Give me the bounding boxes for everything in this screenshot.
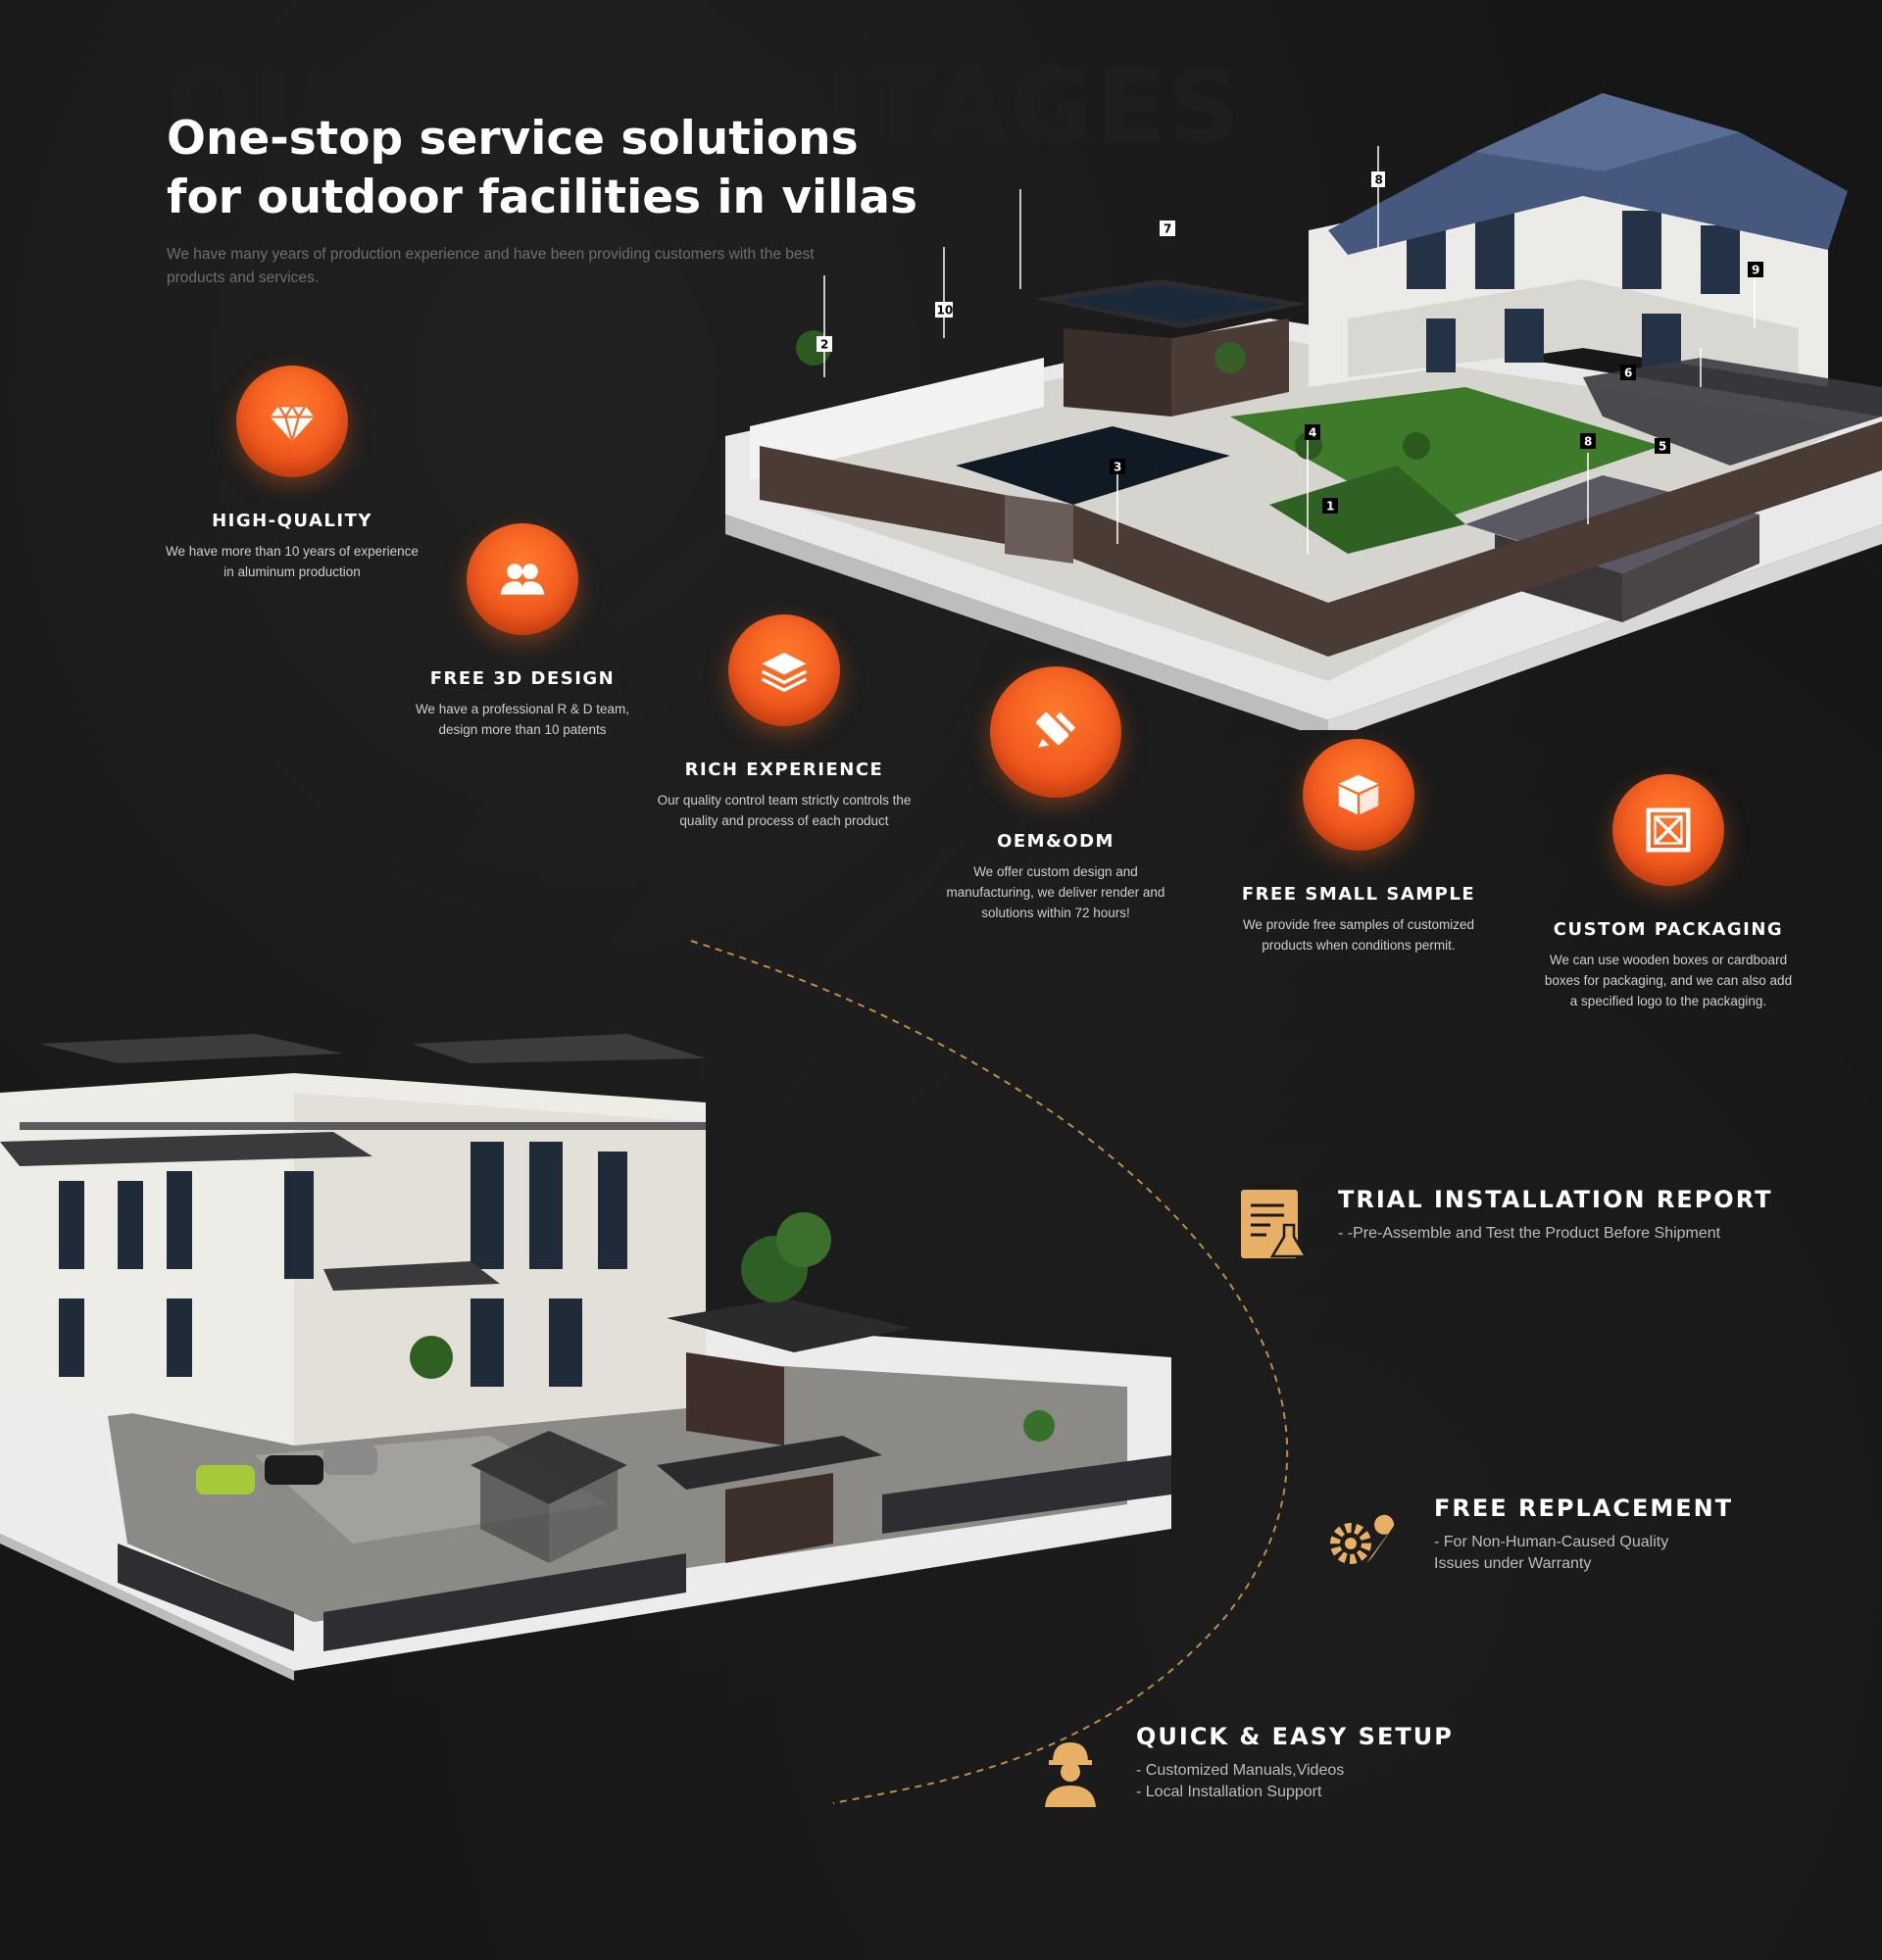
advantage-desc: We have a professional R & D team, desig…	[415, 702, 630, 737]
box-icon	[1338, 774, 1379, 815]
advantage-icon-circle	[236, 366, 348, 477]
feature-free-replacement: FREE REPLACEMENT - For Non-Human-Caused …	[1323, 1494, 1833, 1575]
advantage-title: FREE SMALL SAMPLE	[1241, 884, 1476, 905]
callout-label: 4	[1309, 426, 1316, 440]
feature-title: QUICK & EASY SETUP	[1136, 1723, 1454, 1750]
advantage-icon-circle	[728, 614, 840, 726]
page-title: One-stop service solutions for outdoor f…	[167, 110, 951, 227]
feature-desc-line: - Customized Manuals,Videos	[1136, 1762, 1345, 1779]
advantage-desc: We can use wooden boxes or cardboard box…	[1544, 953, 1793, 1008]
worker-icon	[1045, 1742, 1096, 1807]
report-flask-icon	[1241, 1190, 1309, 1258]
callout-label: 8	[1375, 173, 1383, 187]
advantage-desc: We offer custom design and manufacturing…	[946, 864, 1165, 920]
feature-title: FREE REPLACEMENT	[1434, 1494, 1734, 1522]
feature-title: TRIAL INSTALLATION REPORT	[1338, 1186, 1773, 1213]
feature-trial-installation-report: TRIAL INSTALLATION REPORT - -Pre-Assembl…	[1237, 1186, 1786, 1258]
advantage-high-quality: HIGH-QUALITY We have more than 10 years …	[165, 366, 420, 582]
advantage-free-small-sample: FREE SMALL SAMPLE We provide free sample…	[1231, 739, 1486, 956]
diamond-icon	[270, 404, 315, 446]
callout-label: 9	[1752, 264, 1759, 277]
advantage-icon-circle	[1303, 739, 1414, 851]
callout-label: 8	[1584, 435, 1592, 449]
page-subtitle: We have many years of production experie…	[167, 246, 815, 286]
feature-desc-line: - Local Installation Support	[1136, 1784, 1322, 1800]
callout-label: 2	[820, 338, 828, 352]
advantage-title: HIGH-QUALITY	[212, 511, 372, 531]
advantage-custom-packaging: CUSTOM PACKAGING We can use wooden boxes…	[1541, 774, 1796, 1011]
feature-desc-line: - For Non-Human-Caused Quality	[1434, 1534, 1669, 1550]
callout-label: 3	[1114, 461, 1121, 474]
gear-wrench-icon	[1330, 1514, 1395, 1564]
feature-desc: - -Pre-Assemble and Test the Product Bef…	[1338, 1223, 1786, 1245]
villa-top-illustration: 8 7 10 2 9 6 4 8 5 3 1	[725, 93, 1882, 730]
advantage-rich-experience: RICH EXPERIENCE Our quality control team…	[657, 614, 912, 831]
feature-desc-line: - -Pre-Assemble and Test the Product Bef…	[1338, 1225, 1721, 1242]
callout-label: 10	[937, 304, 954, 318]
feature-desc: - For Non-Human-Caused Quality Issues un…	[1434, 1532, 1833, 1575]
design-tools-icon	[1036, 711, 1076, 748]
advantage-oem-odm: OEM&ODM We offer custom design and manuf…	[928, 666, 1183, 923]
callout-label: 1	[1326, 500, 1334, 514]
advantage-title: FREE 3D DESIGN	[429, 668, 616, 689]
callout-label: 5	[1659, 440, 1666, 454]
advantage-title: CUSTOM PACKAGING	[1553, 919, 1784, 940]
advantage-title: OEM&ODM	[997, 831, 1114, 852]
title-line-2: for outdoor facilities in villas	[167, 171, 917, 224]
advantage-desc: We have more than 10 years of experience…	[166, 544, 419, 579]
team-icon	[500, 564, 545, 595]
feature-desc: - Customized Manuals,Videos - Local Inst…	[1136, 1760, 1580, 1803]
section-watermark: OUR ADVANTAGES	[165, 47, 1243, 167]
villa-bottom-illustration	[0, 1034, 1171, 1681]
callout-label: 7	[1164, 222, 1171, 236]
feature-desc-line: Issues under Warranty	[1434, 1555, 1592, 1572]
advantage-title: RICH EXPERIENCE	[684, 760, 884, 780]
advantage-desc: Our quality control team strictly contro…	[657, 793, 912, 828]
advantage-icon-circle	[467, 523, 578, 635]
crate-icon	[1646, 808, 1691, 853]
advantage-icon-circle	[990, 666, 1121, 798]
advantage-desc: We provide free samples of customized pr…	[1242, 917, 1475, 953]
advantage-icon-circle	[1612, 774, 1724, 886]
layers-icon	[761, 653, 808, 693]
callout-label: 6	[1624, 367, 1632, 380]
feature-quick-easy-setup: QUICK & EASY SETUP - Customized Manuals,…	[1031, 1723, 1580, 1807]
title-line-1: One-stop service solutions	[167, 112, 859, 166]
advantage-free-3d-design: FREE 3D DESIGN We have a professional R …	[395, 523, 650, 740]
